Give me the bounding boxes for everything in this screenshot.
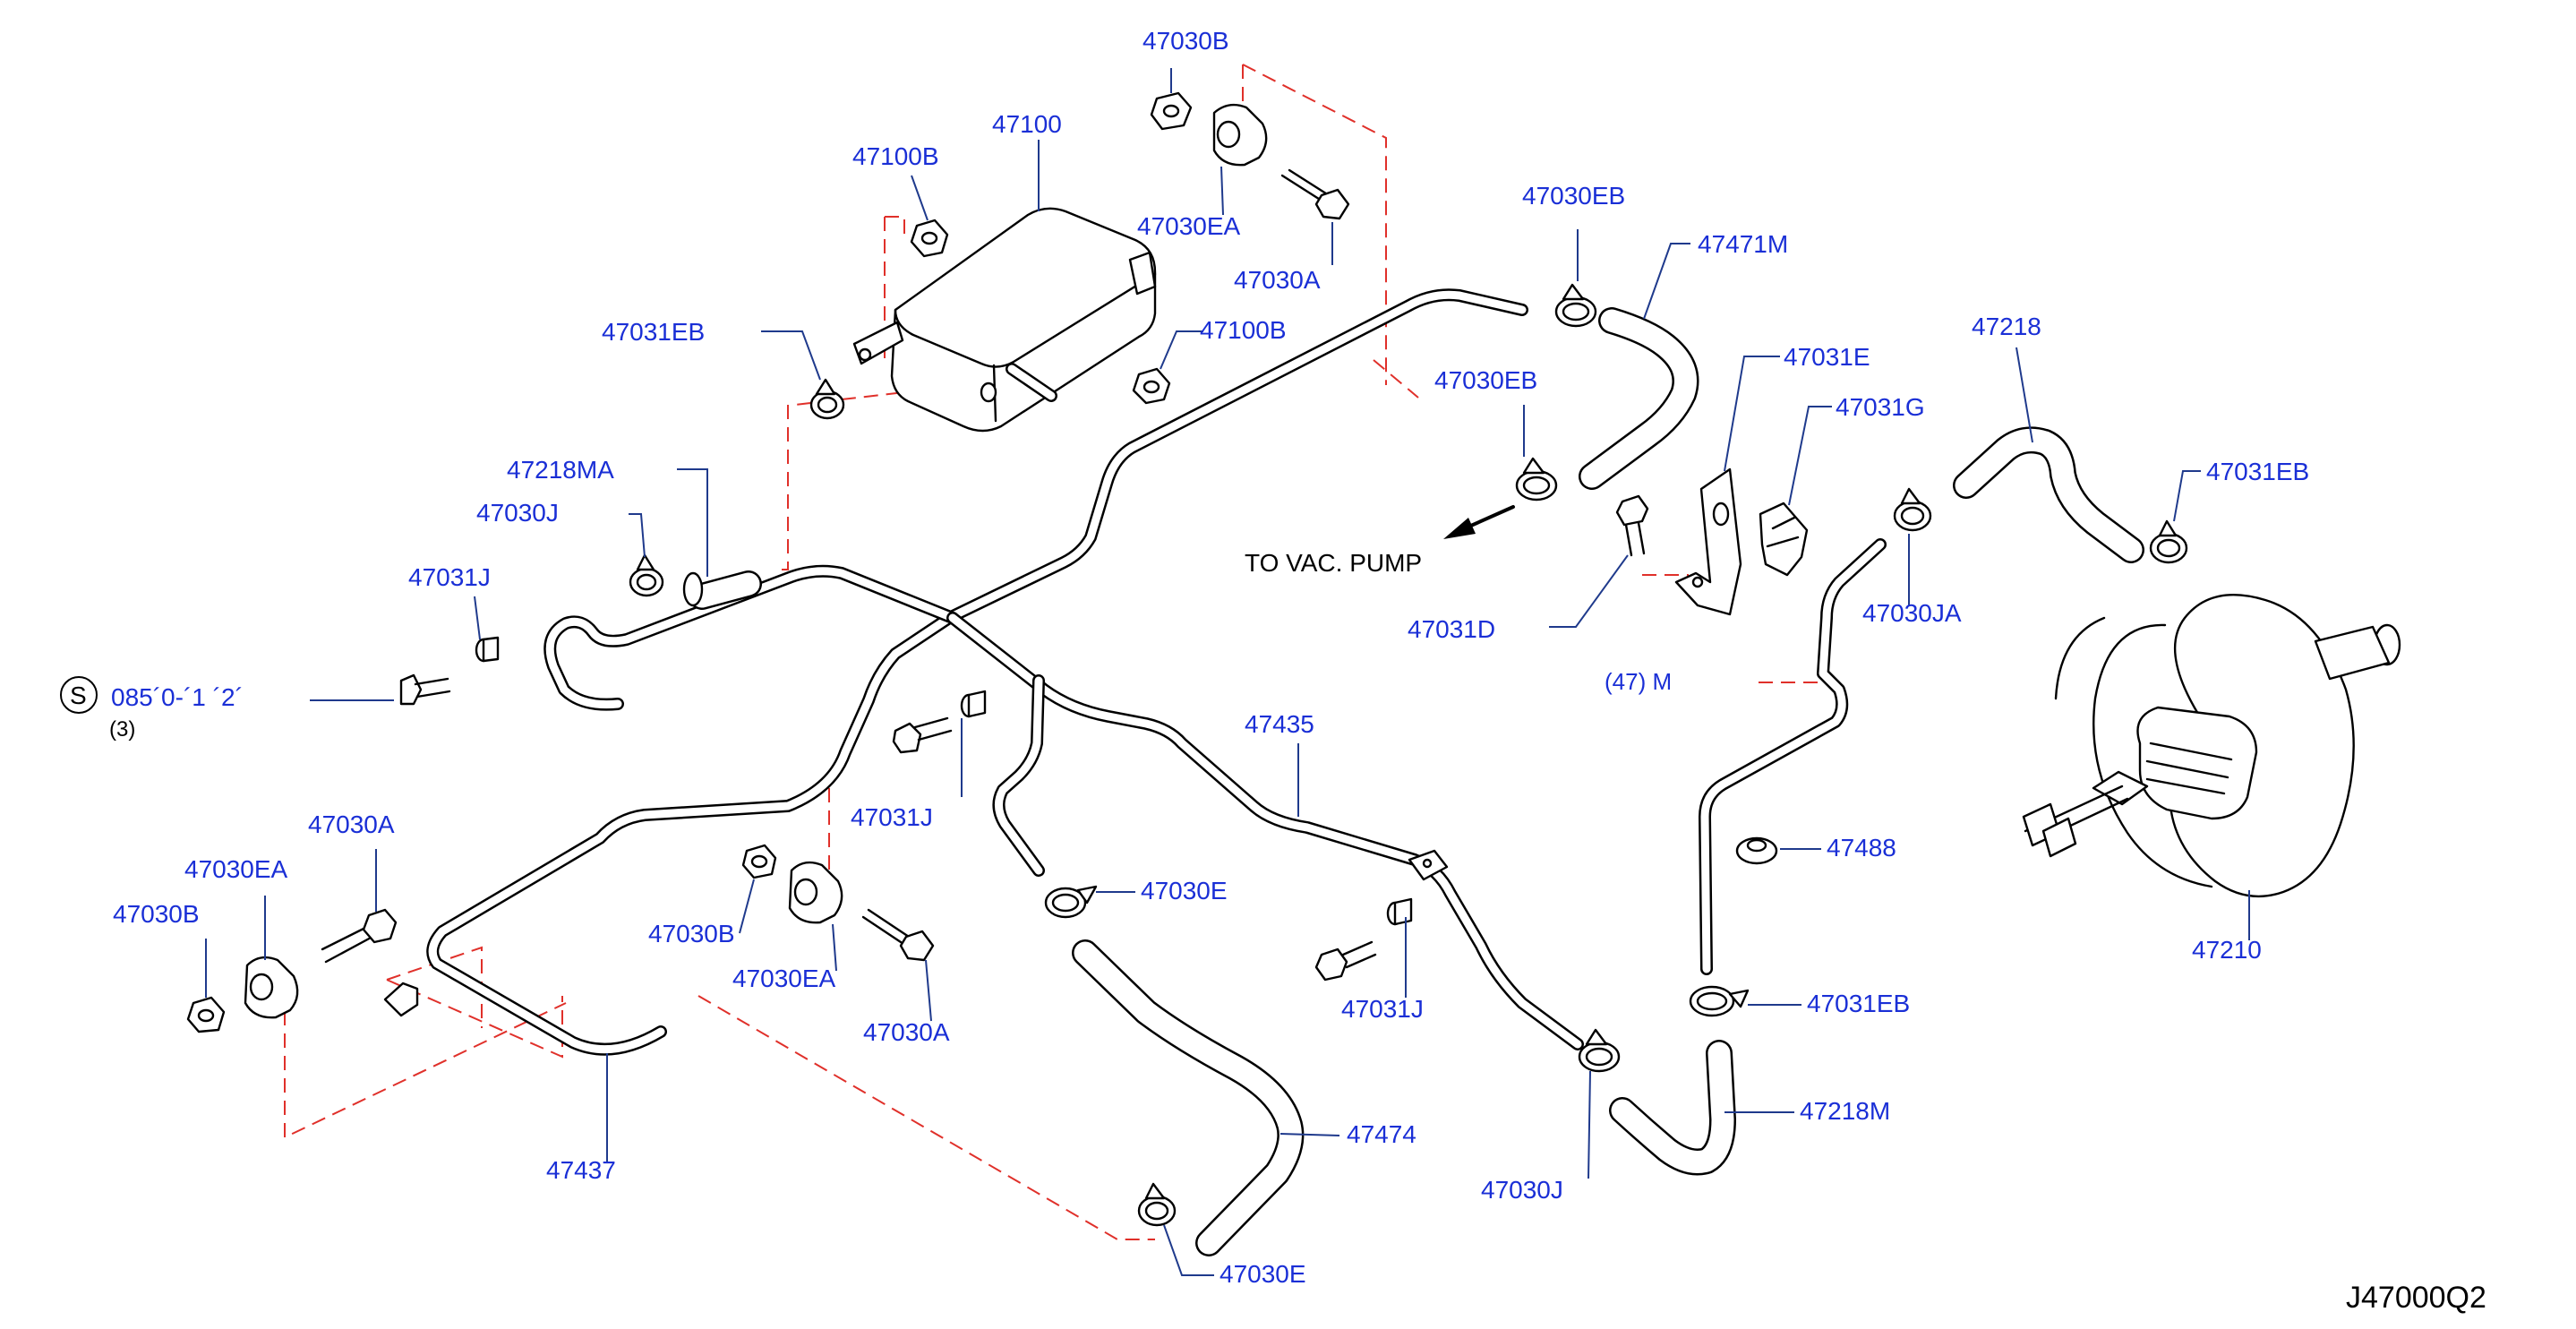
part-label-47488: 47488 bbox=[1827, 834, 1896, 862]
bolt-47030a-top bbox=[1280, 168, 1350, 220]
part-label-47030b: 47030B bbox=[1143, 27, 1229, 55]
vacuum-pump-note: TO VAC. PUMP bbox=[1245, 549, 1422, 577]
nut-47030b-top bbox=[1150, 91, 1193, 131]
part-label-47031j: 47031J bbox=[851, 803, 933, 831]
diagram-code: J47000Q2 bbox=[2346, 1281, 2486, 1315]
part-label-47030e: 47030E bbox=[1220, 1260, 1306, 1288]
part-label-47030ja: 47030JA bbox=[1862, 599, 1962, 627]
part-label-47030b: 47030B bbox=[113, 900, 200, 928]
part-label-47100: 47100 bbox=[992, 110, 1062, 138]
part-label-47030eb: 47030EB bbox=[1434, 366, 1537, 394]
tube-47435 bbox=[426, 288, 1887, 1056]
partial-callout-label: (47) M bbox=[1605, 668, 1672, 695]
bolt-47030a-mid bbox=[861, 908, 935, 962]
nut-47100b-right bbox=[1132, 367, 1171, 405]
part-label-47031d: 47031D bbox=[1408, 615, 1495, 643]
grommet-47488 bbox=[1735, 836, 1778, 865]
service-quantity: (3) bbox=[109, 717, 135, 742]
callout-labels: 47030B 47100 47100B 47030EA 47030A 47031EB 471… bbox=[113, 27, 2309, 1288]
part-label-47030j: 47030J bbox=[476, 499, 559, 527]
clamp-47031eb-left bbox=[809, 378, 845, 420]
clamp-47030e-mid bbox=[1044, 885, 1098, 919]
part-label-47031g: 47031G bbox=[1836, 393, 1925, 421]
brake-booster-47210 bbox=[2022, 594, 2401, 897]
part-label-47030a: 47030A bbox=[1234, 266, 1321, 294]
vacuum-pump-arrow bbox=[1443, 505, 1515, 539]
clamp-47030j bbox=[629, 553, 664, 597]
mount-47030ea-left bbox=[244, 956, 299, 1019]
clip-47031g bbox=[1759, 502, 1809, 577]
part-label-47030a: 47030A bbox=[308, 810, 395, 838]
bolt-47030a-left bbox=[321, 908, 398, 964]
clamp-47030ja bbox=[1893, 487, 1932, 532]
part-label-47210: 47210 bbox=[2192, 936, 2262, 964]
collar-47031j-right bbox=[1386, 897, 1413, 926]
service-symbol-circle bbox=[60, 676, 98, 714]
bolt-service bbox=[399, 673, 451, 706]
part-label-47030e: 47030E bbox=[1141, 877, 1228, 905]
part-label-47030ea: 47030EA bbox=[732, 965, 836, 992]
part-label-47030b: 47030B bbox=[648, 920, 735, 947]
part-label-47474: 47474 bbox=[1347, 1120, 1416, 1148]
part-label-47031j: 47031J bbox=[408, 563, 491, 591]
clamp-47031eb-lower bbox=[1689, 985, 1750, 1017]
reservoir-tank-47100 bbox=[852, 207, 1157, 433]
bolt-47031j-right bbox=[1314, 940, 1377, 982]
clamp-47031eb-right bbox=[2149, 519, 2188, 564]
collar-47218ma bbox=[682, 571, 704, 607]
clamp-47030j-lower bbox=[1578, 1028, 1621, 1073]
part-label-47030ea: 47030EA bbox=[184, 855, 288, 883]
collar-47031j-left bbox=[475, 636, 500, 663]
part-label-47100b: 47100B bbox=[852, 142, 939, 170]
part-label-47218: 47218 bbox=[1972, 313, 2041, 340]
nut-47030b-left bbox=[186, 996, 226, 1033]
nut-47100b-top bbox=[910, 219, 949, 258]
service-part-number: 085´0-´1 ´2´ bbox=[111, 683, 244, 711]
brackets bbox=[383, 467, 1809, 1017]
nut-47030b-mid bbox=[741, 844, 777, 879]
mount-47030ea-mid bbox=[788, 861, 843, 924]
part-label-47435: 47435 bbox=[1245, 710, 1314, 738]
part-label-47218m: 47218M bbox=[1800, 1097, 1890, 1125]
fasteners bbox=[186, 91, 1778, 1033]
bracket-47437 bbox=[383, 982, 419, 1017]
part-label-47030ea: 47030EA bbox=[1137, 212, 1241, 240]
leader-lines bbox=[205, 68, 2250, 1276]
part-label-47471m: 47471M bbox=[1698, 230, 1788, 258]
part-label-47030a: 47030A bbox=[863, 1018, 950, 1046]
part-label-47031eb: 47031EB bbox=[1807, 990, 1910, 1017]
clamp-47030eb-top bbox=[1554, 283, 1597, 328]
part-label-47031eb: 47031EB bbox=[2206, 458, 2309, 485]
service-part-callout: S 085´0-´1 ´2´ (3) bbox=[60, 676, 244, 742]
bracket-47031e bbox=[1674, 467, 1742, 616]
part-label-47030eb: 47030EB bbox=[1522, 182, 1625, 210]
part-label-47218ma: 47218MA bbox=[507, 456, 614, 484]
clamp-47030e-bottom bbox=[1137, 1182, 1177, 1227]
part-label-47437: 47437 bbox=[546, 1156, 616, 1184]
hoses bbox=[689, 307, 2144, 1256]
notes: TO VAC. PUMP (47) M bbox=[1245, 549, 1672, 695]
part-label-47030j: 47030J bbox=[1481, 1176, 1563, 1204]
clamps bbox=[629, 283, 2188, 1227]
clamp-47030eb-mid bbox=[1515, 457, 1558, 502]
bolt-47031j-mid bbox=[892, 716, 953, 754]
part-label-47031e: 47031E bbox=[1784, 343, 1870, 371]
collar-47031j-mid bbox=[960, 690, 987, 718]
part-label-47031eb: 47031EB bbox=[602, 318, 705, 346]
part-label-47031j: 47031J bbox=[1341, 995, 1424, 1023]
mount-47030ea-top bbox=[1212, 103, 1268, 167]
bolt-47031d bbox=[1615, 494, 1649, 557]
service-symbol: S bbox=[70, 682, 87, 709]
part-label-47100b: 47100B bbox=[1200, 316, 1287, 344]
